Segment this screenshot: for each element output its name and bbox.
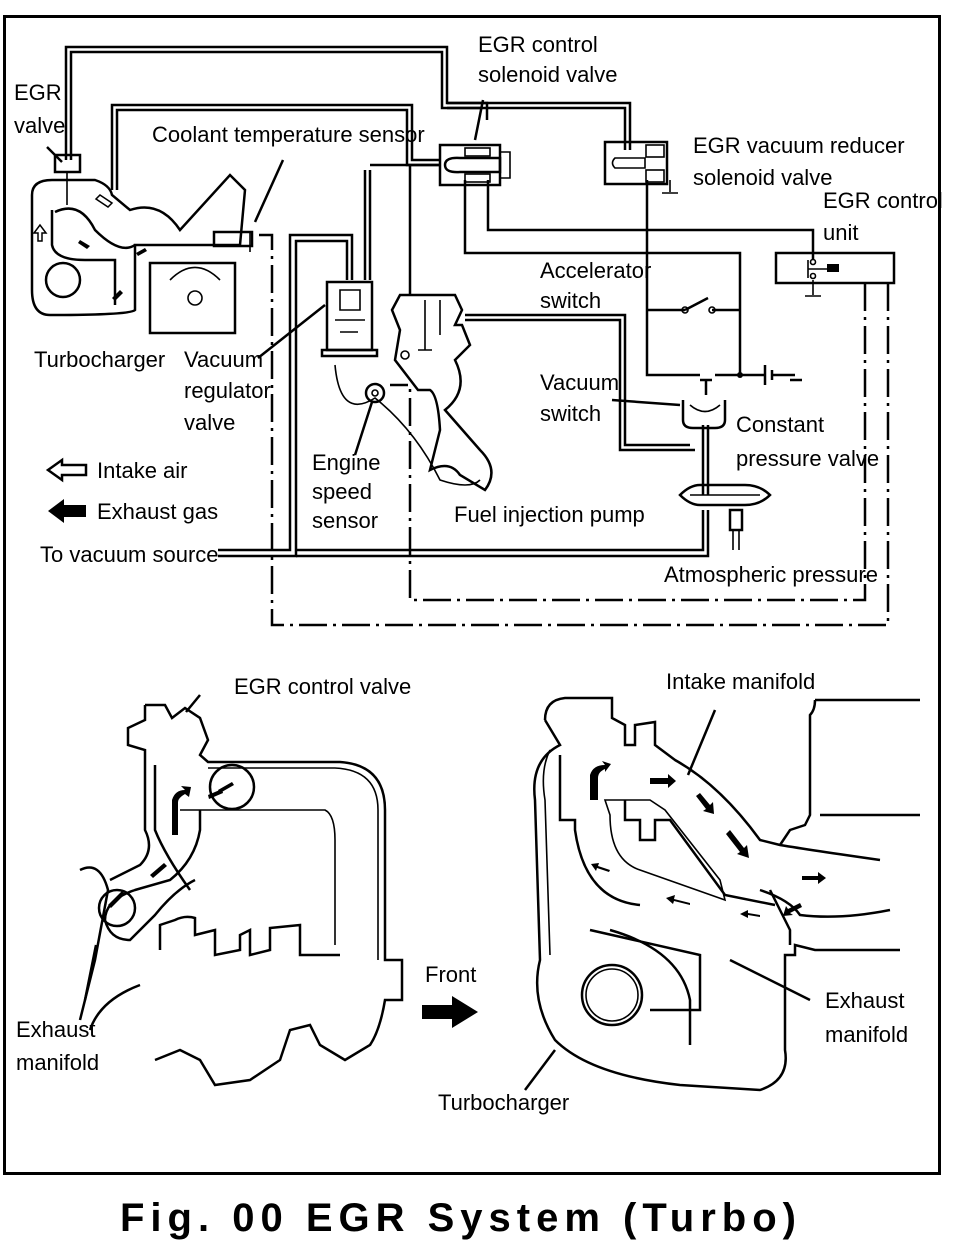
fuel-injection-pump <box>390 293 493 492</box>
label-egr-vacuum-reducer-line2: solenoid valve <box>693 165 832 190</box>
label-accelerator-switch-line2: switch <box>540 288 601 313</box>
label-turbocharger-bottom: Turbocharger <box>438 1090 569 1115</box>
legend-exhaust-gas: Exhaust gas <box>97 499 218 524</box>
engine-speed-sensor <box>334 364 481 486</box>
label-egr-valve-line2: valve <box>14 113 65 138</box>
bottom-labels: EGR control valve Exhaust manifold Front… <box>16 669 908 1115</box>
label-atmospheric-pressure: Atmospheric pressure <box>664 562 878 587</box>
label-engine-speed-line1: Engine <box>312 450 381 475</box>
label-engine-speed-line2: speed <box>312 479 372 504</box>
egr-control-solenoid-valve <box>438 143 511 187</box>
intake-air-arrow-icon <box>45 457 88 483</box>
label-vacuum-regulator-line3: valve <box>184 410 235 435</box>
label-fuel-injection-pump: Fuel injection pump <box>454 502 645 527</box>
label-exhaust-manifold-right-line1: Exhaust <box>825 988 905 1013</box>
control-unit-signal-lines <box>256 233 890 627</box>
label-pointers <box>46 99 681 456</box>
label-egr-control-solenoid-line1: EGR control <box>478 32 598 57</box>
legend-intake-air: Intake air <box>97 458 188 483</box>
label-vacuum-switch-line2: switch <box>540 401 601 426</box>
label-egr-control-unit-line1: EGR control <box>823 188 943 213</box>
top-labels: EGR valve Coolant temperature sensor EGR… <box>14 32 943 587</box>
label-egr-vacuum-reducer-line1: EGR vacuum reducer <box>693 133 905 158</box>
vacuum-hoses <box>64 45 710 558</box>
legend: Intake air Exhaust gas <box>45 457 218 524</box>
electrical-wiring <box>463 180 821 395</box>
egr-valve-side-view <box>78 694 404 1087</box>
label-vacuum-regulator-line1: Vacuum <box>184 347 263 372</box>
label-egr-valve-line1: EGR <box>14 80 62 105</box>
flow-arrows-right <box>590 761 826 918</box>
label-to-vacuum-source: To vacuum source <box>40 542 219 567</box>
flow-arrows-left <box>108 782 234 908</box>
label-coolant-temperature-sensor: Coolant temperature sensor <box>152 122 425 147</box>
label-constant-pressure-line1: Constant <box>736 412 824 437</box>
label-engine-speed-line3: sensor <box>312 508 378 533</box>
label-intake-manifold: Intake manifold <box>666 669 815 694</box>
label-egr-control-unit-line2: unit <box>823 220 858 245</box>
label-vacuum-switch-line1: Vacuum <box>540 370 619 395</box>
flow-arrows-top <box>32 194 147 301</box>
exhaust-gas-arrow-icon <box>48 499 86 523</box>
label-constant-pressure-line2: pressure valve <box>736 446 879 471</box>
vacuum-switch <box>681 400 727 430</box>
label-accelerator-switch-line1: Accelerator <box>540 258 651 283</box>
vacuum-regulator-valve <box>320 280 379 358</box>
egr-vacuum-reducer-valve <box>603 140 669 186</box>
label-vacuum-regulator-line2: regulator <box>184 378 271 403</box>
figure-caption: Fig. 00 EGR System (Turbo) <box>120 1196 802 1240</box>
egr-control-unit-box <box>774 251 896 285</box>
label-exhaust-manifold-left-line2: manifold <box>16 1050 99 1075</box>
label-exhaust-manifold-left-line1: Exhaust <box>16 1017 96 1042</box>
label-exhaust-manifold-right-line2: manifold <box>825 1022 908 1047</box>
egr-system-diagram: EGR valve Coolant temperature sensor EGR… <box>14 32 943 1115</box>
front-arrow-icon <box>422 996 478 1028</box>
label-egr-control-solenoid-line2: solenoid valve <box>478 62 617 87</box>
label-egr-control-valve: EGR control valve <box>234 674 411 699</box>
label-front: Front <box>425 962 476 987</box>
engine-turbocharger-assembly <box>30 153 254 335</box>
diagram-frame <box>3 15 941 1175</box>
constant-pressure-valve <box>678 483 772 550</box>
intake-exhaust-manifold-view <box>524 696 920 1092</box>
label-turbocharger-top: Turbocharger <box>34 347 165 372</box>
